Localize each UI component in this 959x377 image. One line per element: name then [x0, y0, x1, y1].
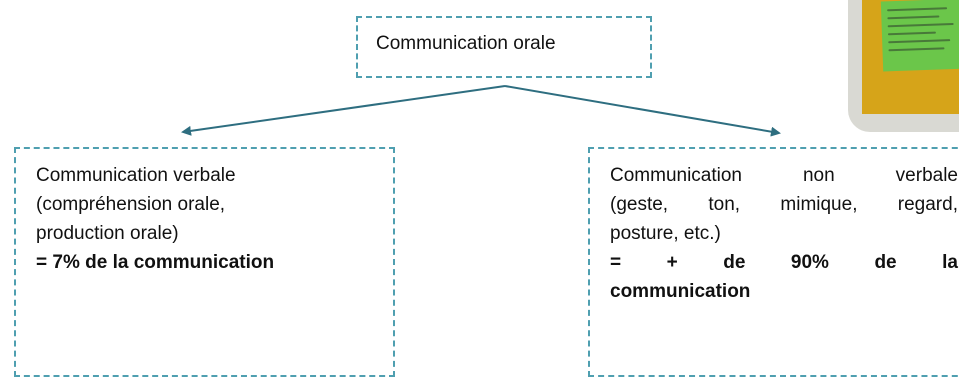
non-verbal-percentage-word: + — [666, 252, 678, 273]
non-verbal-word: Communication — [610, 165, 742, 186]
verbal-line-2: (compréhension orale, — [36, 194, 226, 215]
root-node-box: Communication orale — [356, 16, 652, 78]
photo-sticky-note — [880, 0, 959, 72]
arrow-to-verbal — [181, 85, 506, 136]
verbal-communication-box: Communication verbale (compréhension ora… — [14, 147, 395, 377]
non-verbal-percentage-word: 90% — [790, 252, 829, 273]
non-verbal-percentage: = + de 90% de la — [610, 248, 958, 277]
non-verbal-line-2: (geste, ton, mimique, regard, — [610, 190, 958, 219]
verbal-communication-text: Communication verbale (compréhension ora… — [36, 161, 376, 277]
non-verbal-percentage-word: de — [874, 252, 897, 273]
root-node-label: Communication orale — [376, 33, 556, 54]
corner-photo — [848, 0, 959, 132]
non-verbal-word: regard, — [897, 194, 958, 215]
non-verbal-percentage-word: = — [610, 252, 622, 273]
non-verbal-word: verbale — [895, 165, 958, 186]
non-verbal-word: ton, — [708, 194, 741, 215]
arrow-to-non-verbal — [504, 85, 781, 137]
non-verbal-word: non — [802, 165, 835, 186]
verbal-line-1: Communication verbale — [36, 165, 236, 186]
connector-arrows — [181, 85, 781, 137]
non-verbal-word: mimique, — [780, 194, 858, 215]
non-verbal-percentage-line-2: communication — [610, 281, 751, 302]
non-verbal-communication-box: Communication non verbale (geste, ton, m… — [588, 147, 959, 377]
non-verbal-line-1: Communication non verbale — [610, 161, 958, 190]
non-verbal-communication-text: Communication non verbale (geste, ton, m… — [610, 161, 958, 306]
verbal-line-3: production orale) — [36, 223, 179, 244]
verbal-percentage: = 7% de la communication — [36, 252, 275, 273]
non-verbal-word: (geste, — [610, 194, 669, 215]
non-verbal-line-3: posture, etc.) — [610, 223, 721, 244]
non-verbal-percentage-word: de — [723, 252, 746, 273]
non-verbal-percentage-word: la — [942, 252, 958, 273]
